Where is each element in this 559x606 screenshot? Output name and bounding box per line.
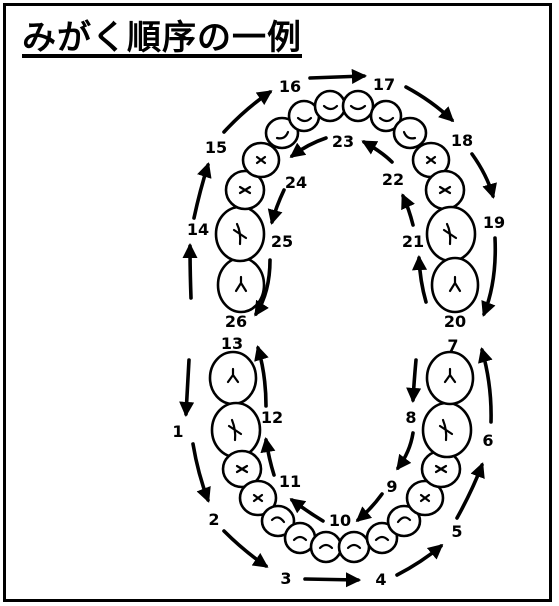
step-number: 18 xyxy=(451,131,473,150)
tooth xyxy=(337,530,371,564)
step-number: 21 xyxy=(402,232,424,251)
step-number: 16 xyxy=(279,77,301,96)
tooth xyxy=(313,89,347,123)
step-number: 14 xyxy=(187,220,209,239)
upper-tooth-marks xyxy=(232,104,462,293)
diagram-title: みがく順序の一例 xyxy=(22,18,302,58)
step-number: 17 xyxy=(373,75,395,94)
brushing-arrows xyxy=(179,68,498,588)
tooth xyxy=(392,116,428,150)
step-number: 23 xyxy=(332,132,354,151)
step-number: 8 xyxy=(405,408,416,427)
lower-tooth-marks xyxy=(226,367,457,550)
step-number: 24 xyxy=(285,173,307,192)
upper-jaw xyxy=(214,89,480,314)
tooth xyxy=(309,530,343,564)
step-number: 4 xyxy=(375,570,386,589)
step-number: 6 xyxy=(482,431,493,450)
step-number: 15 xyxy=(205,138,227,157)
step-numbers: 1 2 3 4 5 6 7 8 9 10 11 12 13 14 15 16 1… xyxy=(172,75,505,589)
step-number: 5 xyxy=(451,522,462,541)
tooth xyxy=(264,116,300,150)
step-number: 19 xyxy=(483,213,505,232)
tooth xyxy=(341,89,375,123)
step-number: 2 xyxy=(208,510,219,529)
step-number: 11 xyxy=(279,472,301,491)
step-number: 7 xyxy=(447,336,458,355)
step-number: 3 xyxy=(280,569,291,588)
step-number: 13 xyxy=(221,334,243,353)
step-number: 22 xyxy=(382,170,404,189)
tooth xyxy=(208,350,258,406)
step-number: 12 xyxy=(261,408,283,427)
step-number: 20 xyxy=(444,312,466,331)
step-number: 10 xyxy=(329,511,351,530)
lower-jaw xyxy=(208,350,475,564)
tooth xyxy=(369,99,403,133)
step-number: 25 xyxy=(271,232,293,251)
step-number: 1 xyxy=(172,422,183,441)
tooth xyxy=(260,504,296,538)
step-number: 26 xyxy=(225,312,247,331)
tooth xyxy=(425,350,475,406)
tooth xyxy=(386,504,422,538)
step-number: 9 xyxy=(386,477,397,496)
